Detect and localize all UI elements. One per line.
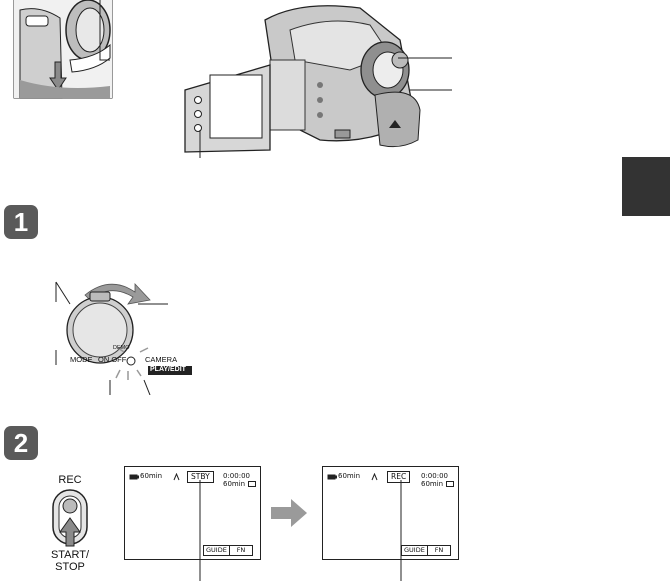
status-leader-line-2 xyxy=(400,480,402,581)
camcorder-illustration xyxy=(184,5,452,158)
section-tab xyxy=(622,157,670,216)
battery-icon xyxy=(129,474,139,480)
lcd-screen-standby: 60min STBY 0:00:00 60min GUIDE FN xyxy=(124,466,261,560)
tape-icon xyxy=(446,481,454,487)
arrow-right-icon xyxy=(271,499,307,527)
stabilizer-icon xyxy=(371,473,378,481)
step-1-badge: 1 xyxy=(4,205,38,239)
start-label: START/ xyxy=(50,549,90,561)
power-dial-illustration xyxy=(55,281,192,395)
play-edit-label: PLAY/EDIT xyxy=(150,366,186,373)
mode-label: MODE xyxy=(70,355,93,364)
demo-label: DEMO xyxy=(113,345,130,351)
fn-button[interactable]: FN xyxy=(229,545,253,556)
battery-icon xyxy=(327,474,337,480)
battery-remaining: 60min xyxy=(338,472,361,480)
stabilizer-icon xyxy=(173,473,180,481)
on-off-label: ON OFF xyxy=(98,355,127,364)
rec-label: REC xyxy=(58,474,82,486)
time-counter: 0:00:00 xyxy=(421,472,448,480)
lcd-screen-recording: 60min REC 0:00:00 60min GUIDE FN xyxy=(322,466,459,560)
tape-remaining: 60min xyxy=(223,480,246,488)
start-stop-label: START/ STOP xyxy=(44,549,96,573)
guide-button[interactable]: GUIDE xyxy=(203,545,230,556)
time-counter: 0:00:00 xyxy=(223,472,250,480)
start-stop-button-illustration xyxy=(52,489,88,547)
camera-detail-illustration xyxy=(13,0,113,99)
tape-remaining: 60min xyxy=(421,480,444,488)
status-leader-line-1 xyxy=(199,480,201,581)
recording-status: REC xyxy=(387,471,411,483)
battery-remaining: 60min xyxy=(140,472,163,480)
camera-label: CAMERA xyxy=(145,355,178,364)
step-2-badge: 2 xyxy=(4,426,38,460)
fn-button[interactable]: FN xyxy=(427,545,451,556)
stop-label: STOP xyxy=(55,561,85,573)
tape-icon xyxy=(248,481,256,487)
